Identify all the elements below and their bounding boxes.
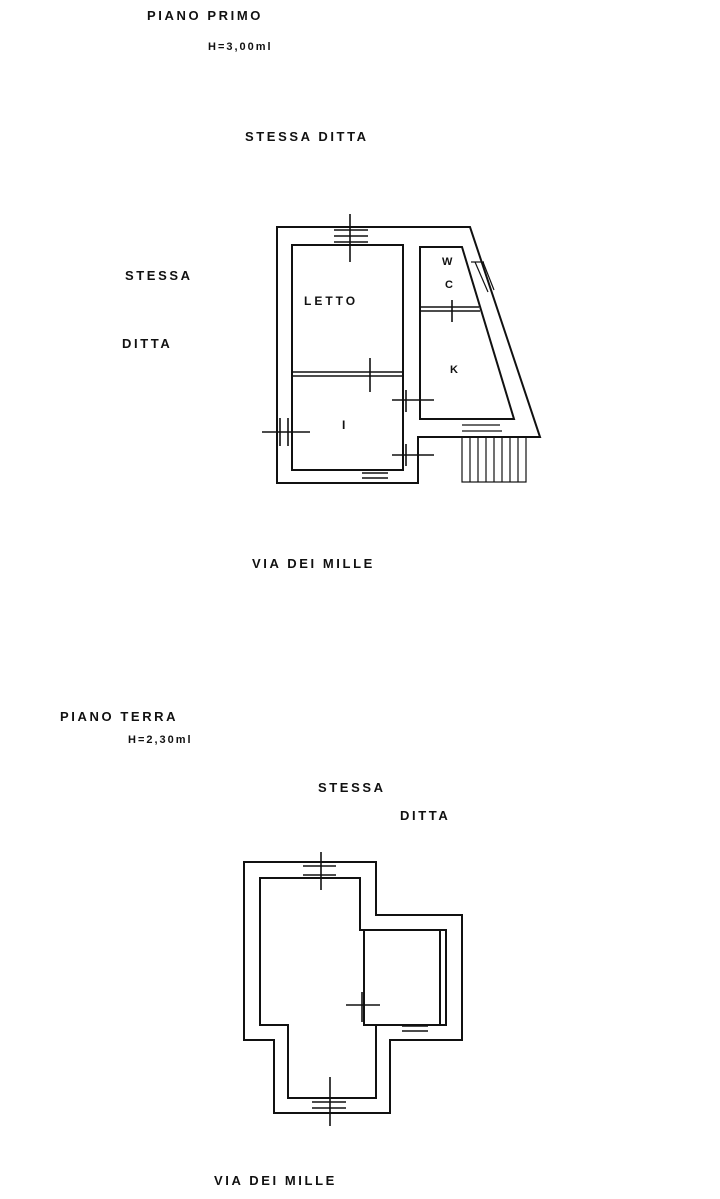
room-label-letto: LETTO (304, 294, 359, 308)
first-floor-neighbor-left-2: DITTA (122, 336, 173, 351)
ground-floor-height: H=2,30ml (128, 734, 193, 746)
ground-floor-inner-wall (259, 877, 447, 1099)
ground-floor-outer-wall (243, 861, 463, 1114)
room-label-wc-c: C (445, 279, 455, 291)
ground-floor-street: VIA DEI MILLE (214, 1173, 337, 1188)
ground-floor-plan (243, 852, 463, 1126)
first-floor-stair (461, 424, 527, 483)
ground-floor-title: PIANO TERRA (60, 709, 179, 724)
room-label-cucina: K (450, 364, 460, 376)
first-floor-plan (262, 214, 542, 484)
room-label-wc-w: W (442, 256, 455, 268)
first-floor-title: PIANO PRIMO (147, 8, 263, 23)
ground-floor-neighbor-2: DITTA (400, 808, 451, 823)
first-floor-kitchen-wc (419, 246, 516, 420)
first-floor-neighbor-top: STESSA DITTA (245, 129, 369, 144)
first-floor-openings (262, 214, 495, 479)
room-label-ingresso: I (342, 418, 349, 432)
first-floor-outer-wall (276, 226, 542, 484)
first-floor-height: H=3,00ml (208, 41, 273, 53)
ground-floor-openings (303, 852, 428, 1126)
first-floor-main-rooms (291, 244, 404, 471)
ground-floor-side-room (363, 929, 441, 1026)
first-floor-street: VIA DEI MILLE (252, 556, 375, 571)
ground-floor-neighbor-1: STESSA (318, 780, 386, 795)
first-floor-neighbor-left-1: STESSA (125, 268, 193, 283)
